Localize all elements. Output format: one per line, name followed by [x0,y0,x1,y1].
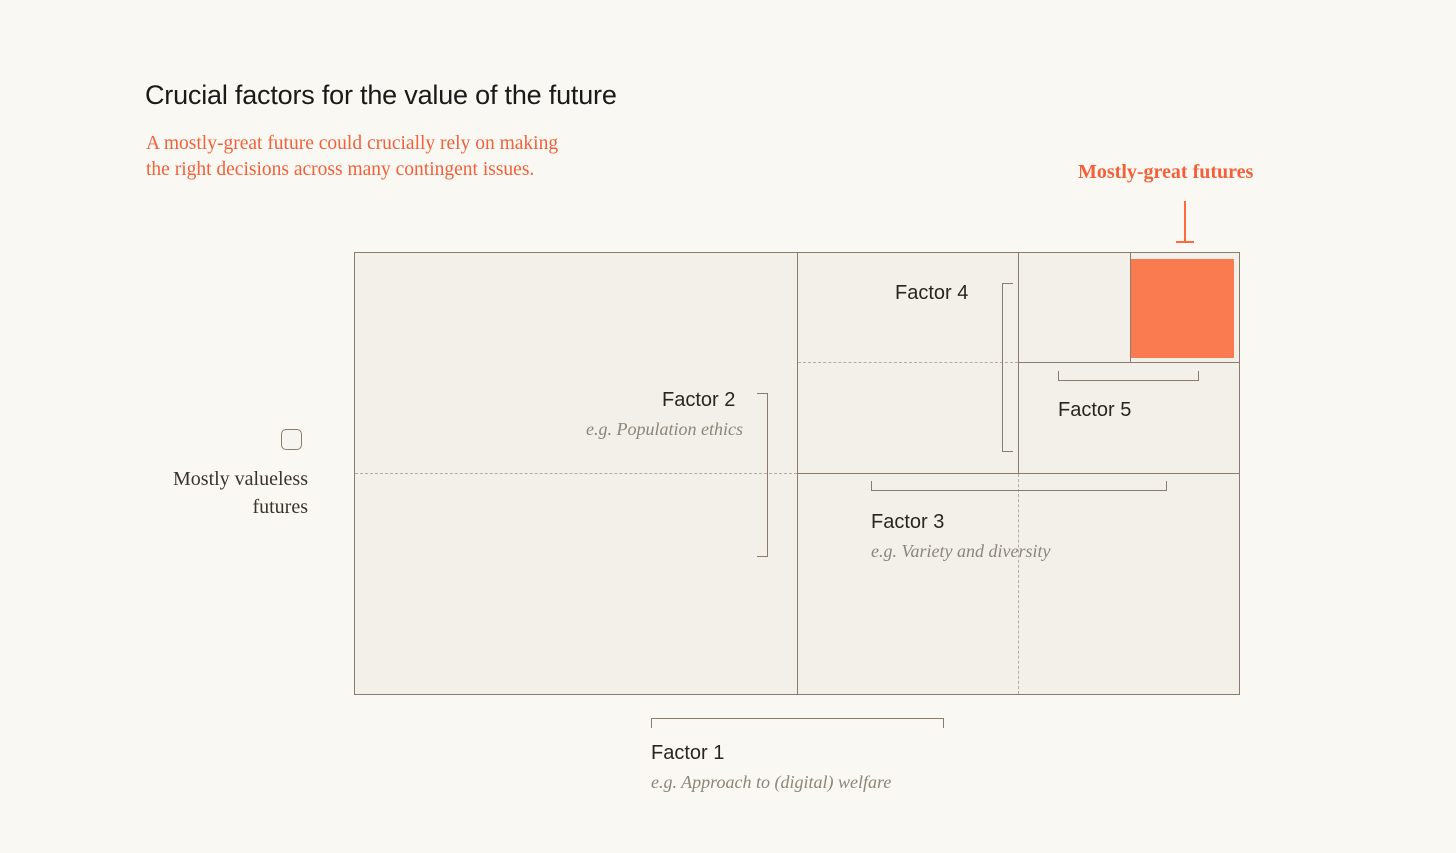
legend-label-mostly-valueless-futures: Mostly valueless futures [173,468,308,518]
divider-factor-5-vertical [1130,252,1132,363]
bracket-factor-1 [651,718,944,728]
legend-swatch-mostly-valueless [281,429,302,450]
label-factor-1: Factor 1 [651,742,725,764]
label-factor-4: Factor 4 [895,282,969,304]
label-factor-2: Factor 2 [662,389,736,411]
dashed-factor-3-vertical-lower [1018,474,1019,694]
bracket-factor-5 [1058,371,1199,381]
example-factor-1: e.g. Approach to (digital) welfare [651,772,892,792]
example-factor-3: e.g. Variety and diversity [871,541,1051,561]
callout-pointer-tick [1176,241,1194,243]
label-factor-3: Factor 3 [871,511,945,533]
callout-pointer-line [1184,201,1186,243]
dashed-factor-2-horizontal-left [355,473,797,474]
bracket-factor-3 [871,481,1167,491]
bracket-factor-2 [757,393,768,557]
callout-label-mostly-great-futures: Mostly-great futures [1078,161,1254,183]
bracket-factor-4 [1002,283,1013,452]
highlight-cell-mostly-great-futures [1131,259,1234,358]
page-subtitle: A mostly-great future could crucially re… [146,133,559,180]
label-factor-5: Factor 5 [1058,399,1132,421]
divider-factor-2-horizontal-right [797,473,1240,475]
page-title: Crucial factors for the value of the fut… [145,80,617,110]
example-factor-2: e.g. Population ethics [586,419,743,439]
dashed-factor-4-horizontal-left [798,362,1018,363]
divider-factor-4-horizontal-right [1018,362,1240,364]
